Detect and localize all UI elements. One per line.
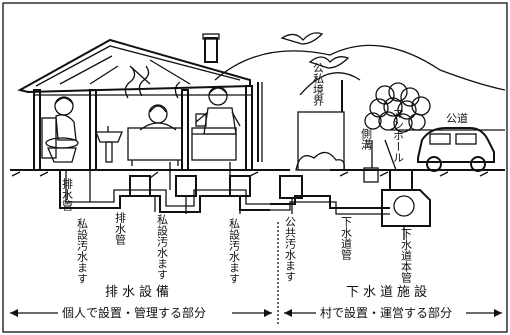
label-leaders <box>154 139 405 240</box>
car-icon <box>417 127 495 172</box>
tree-cluster <box>364 82 431 133</box>
chimney <box>204 37 218 63</box>
right-section-subtitle: 村で設置・運営する部分 <box>320 305 452 320</box>
label-boundary: 公私境界 <box>312 62 325 107</box>
bird-icon <box>308 56 350 69</box>
right-span-arrow <box>284 309 502 317</box>
label-drain-pipe-1: 排水管 <box>61 177 74 212</box>
ground-hatching <box>11 171 489 179</box>
left-span-arrow <box>10 309 272 317</box>
hill-outline <box>214 44 506 91</box>
right-section-title: 下水道施設 <box>346 284 431 300</box>
manhole-shaft <box>381 169 431 227</box>
label-sewer-pipe: 下水道管 <box>340 216 353 261</box>
label-manhole: マンホール <box>392 108 405 163</box>
toilet-scene <box>41 96 79 163</box>
left-section-title: 排水設備 <box>105 284 173 300</box>
label-private-box-2: 私設汚水ます <box>156 214 169 280</box>
label-private-box-3: 私設汚水ます <box>228 218 241 284</box>
public-sewage-box <box>279 175 303 199</box>
bath-scene <box>124 65 183 166</box>
shrub <box>295 151 345 171</box>
side-ditch <box>363 167 379 183</box>
label-road: 公道 <box>446 111 468 125</box>
bird-icon <box>280 32 324 45</box>
left-section-subtitle: 個人で設置・管理する部分 <box>62 305 206 320</box>
small-hill <box>299 72 361 96</box>
private-sewage-box <box>229 175 251 197</box>
private-sewage-box <box>175 175 197 197</box>
label-side-ditch: 側溝 <box>360 128 373 151</box>
private-sewage-box <box>129 175 151 197</box>
label-sewer-main: 下水道本管 <box>400 228 413 284</box>
label-drain-pipe-2: 排水管 <box>114 211 127 246</box>
label-private-box-1: 私設汚水ます <box>76 218 89 284</box>
label-public-box: 公共汚水ます <box>284 216 297 282</box>
wash-basin <box>95 126 123 163</box>
kitchen-scene <box>191 86 241 161</box>
